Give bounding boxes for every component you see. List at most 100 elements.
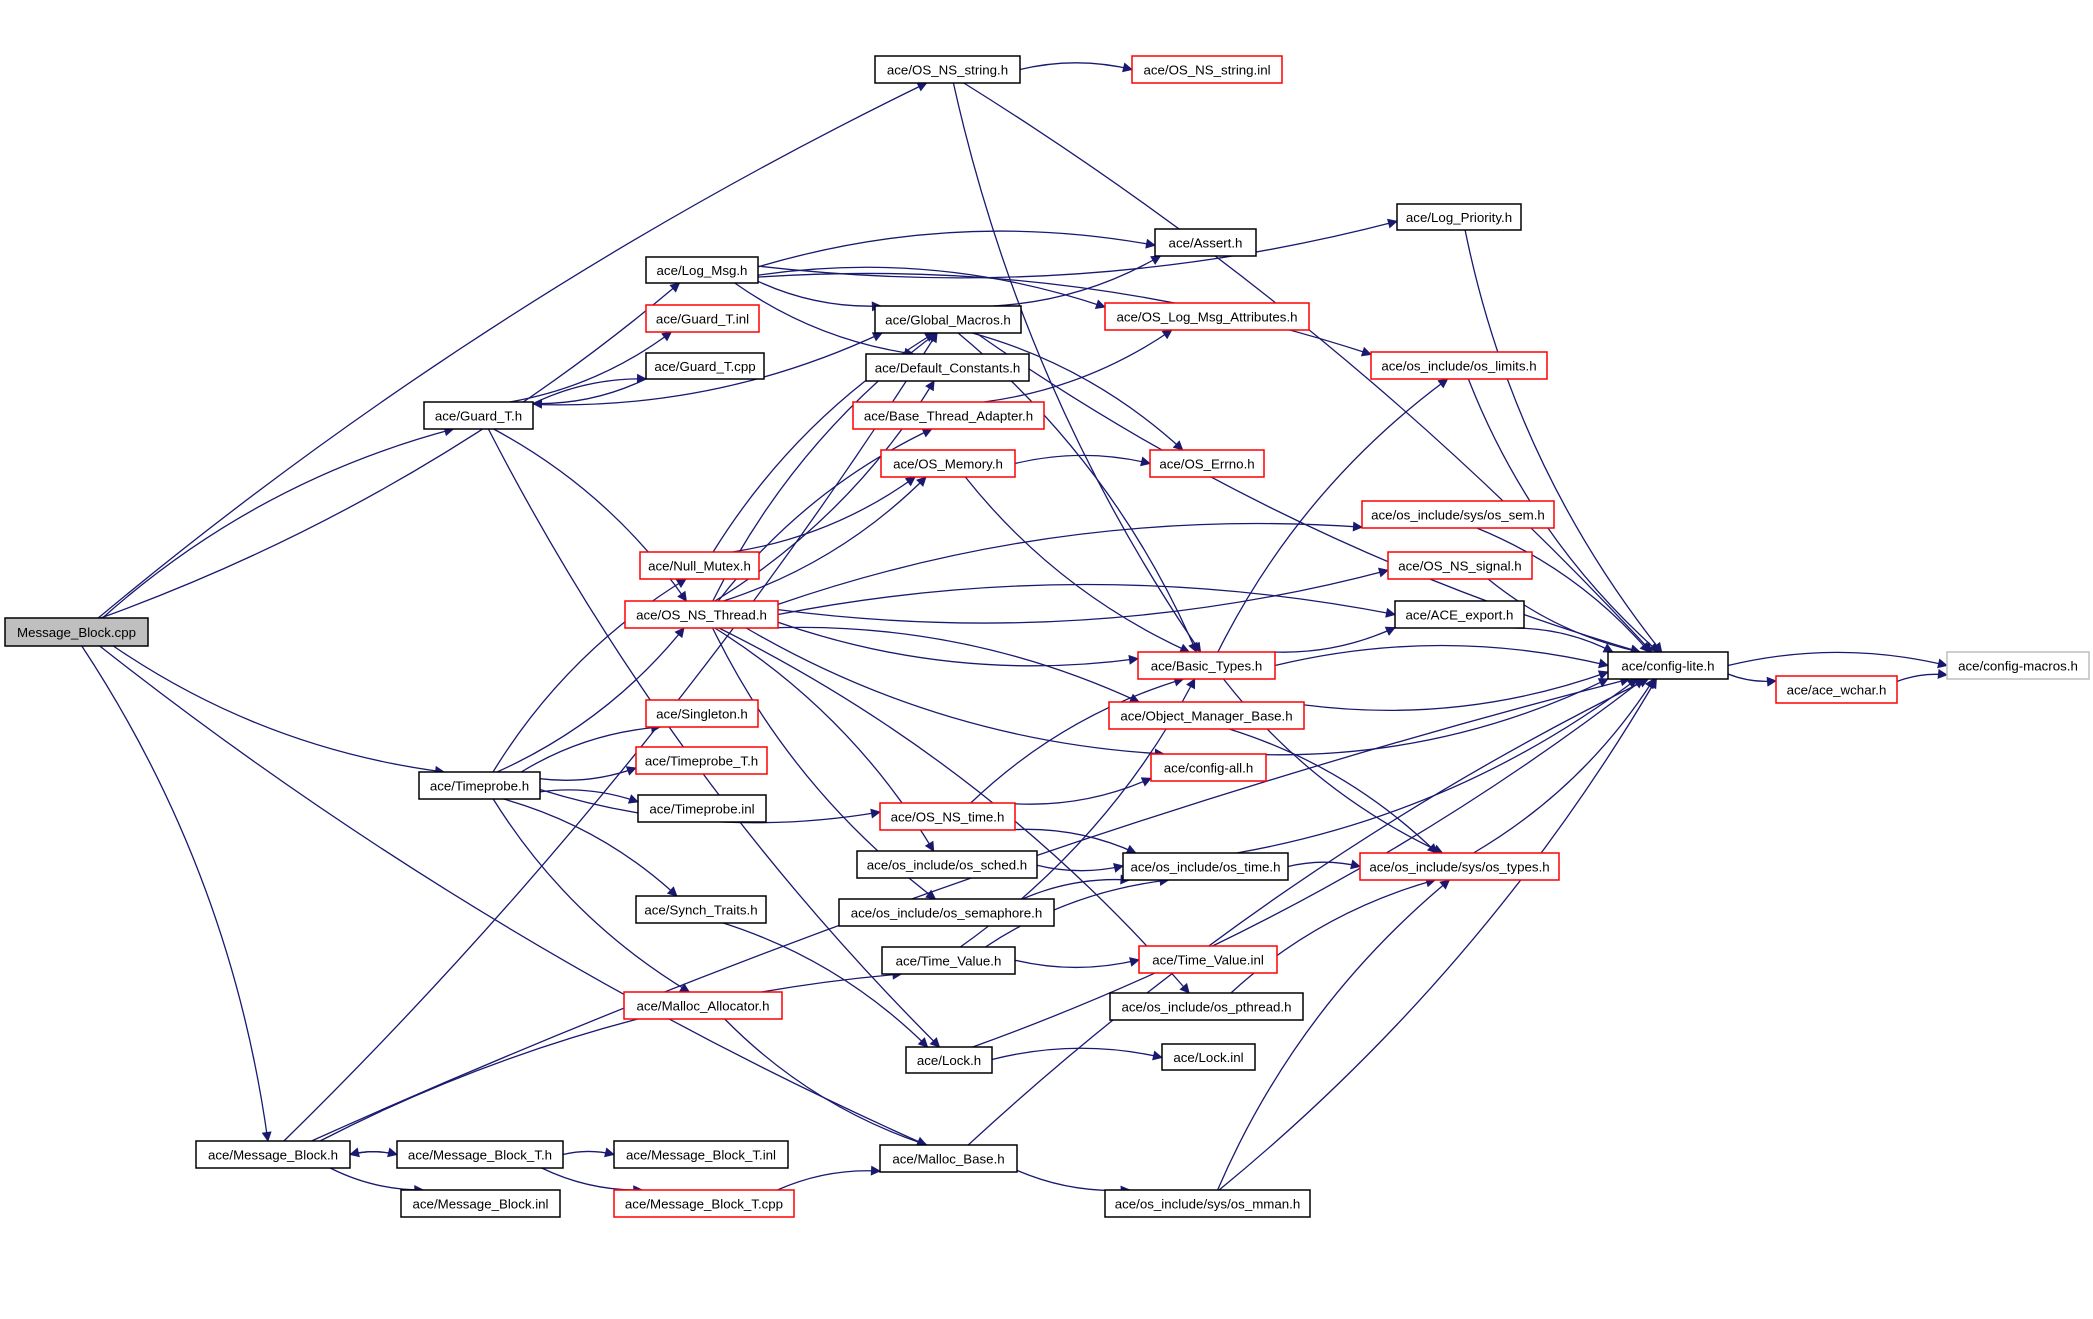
node-os-ns-signal-h[interactable]: ace/OS_NS_signal.h — [1387, 551, 1533, 580]
node-label: Message_Block.cpp — [17, 625, 136, 640]
node-label: ace/os_include/os_semaphore.h — [851, 906, 1042, 921]
node-guard-t-h[interactable]: ace/Guard_T.h — [423, 401, 534, 430]
node-os-ns-string-h[interactable]: ace/OS_NS_string.h — [874, 55, 1021, 84]
node-os-memory-h[interactable]: ace/OS_Memory.h — [880, 449, 1016, 478]
node-time-value-h[interactable]: ace/Time_Value.h — [881, 946, 1016, 975]
edge-basic_types_h-to-ace_export_h — [1273, 626, 1396, 653]
node-lock-h[interactable]: ace/Lock.h — [905, 1046, 993, 1074]
node-box — [1108, 701, 1305, 730]
node-timeprobe-t-h[interactable]: ace/Timeprobe_T.h — [635, 746, 768, 775]
edge-message_block_t_h-to-message_block_h — [349, 1147, 398, 1158]
node-base-thread-adapter-h[interactable]: ace/Base_Thread_Adapter.h — [852, 401, 1045, 430]
edge-os_ns_time_h-to-basic_types_h — [970, 676, 1185, 804]
node-malloc-allocator-h[interactable]: ace/Malloc_Allocator.h — [623, 991, 783, 1020]
node-box — [879, 802, 1016, 831]
node-box — [645, 256, 759, 284]
node-label: ace/OS_Log_Msg_Attributes.h — [1116, 310, 1297, 325]
node-message-block-t-h[interactable]: ace/Message_Block_T.h — [396, 1140, 564, 1169]
node-label: ace/Message_Block.h — [208, 1148, 338, 1163]
node-log-msg-h[interactable]: ace/Log_Msg.h — [645, 256, 759, 284]
edge-timeprobe_h-to-null_mutex_h — [492, 578, 687, 773]
edge-os_pthread_h-to-os_types_h — [1230, 877, 1437, 994]
node-os-ns-string-inl[interactable]: ace/OS_NS_string.inl — [1131, 55, 1283, 84]
node-config-macros-h[interactable]: ace/config-macros.h — [1946, 651, 2090, 680]
edge-os_ns_thread_h-to-os_sem_h — [777, 521, 1363, 606]
node-label: ace/Message_Block_T.inl — [626, 1148, 776, 1163]
edge-guard_t_h-to-lock_h — [487, 428, 941, 1048]
edge-timeprobe_h-to-timeprobe_inl — [539, 789, 639, 804]
edge-timeprobe_h-to-singleton_h — [520, 722, 662, 773]
node-os-ns-thread-h[interactable]: ace/OS_NS_Thread.h — [624, 600, 779, 629]
node-timeprobe-inl[interactable]: ace/Timeprobe.inl — [637, 794, 767, 823]
node-label: ace/Object_Manager_Base.h — [1120, 709, 1292, 724]
edge-message_block_h-to-time_value_h — [319, 969, 903, 1142]
node-os-log-msg-attr-h[interactable]: ace/OS_Log_Msg_Attributes.h — [1104, 302, 1310, 331]
edge-os_ns_thread_h-to-config_all_h — [745, 627, 1165, 759]
node-guard-t-inl[interactable]: ace/Guard_T.inl — [645, 304, 760, 333]
edge-synch_traits_h-to-lock_h — [723, 922, 929, 1048]
node-ace-wchar-h[interactable]: ace/ace_wchar.h — [1775, 675, 1898, 704]
node-label: ace/config-lite.h — [1621, 659, 1714, 674]
node-label: ace/ace_wchar.h — [1787, 683, 1887, 698]
node-label: ace/os_include/os_time.h — [1130, 860, 1280, 875]
node-os-time-h[interactable]: ace/os_include/os_time.h — [1122, 852, 1289, 881]
node-singleton-h[interactable]: ace/Singleton.h — [645, 699, 759, 728]
node-os-limits-h[interactable]: ace/os_include/os_limits.h — [1370, 351, 1548, 380]
edge-os_mman_h-to-os_types_h — [1217, 879, 1451, 1191]
node-label: ace/Guard_T.inl — [656, 312, 749, 327]
node-box — [1154, 228, 1257, 257]
node-label: ace/OS_NS_Thread.h — [636, 608, 767, 623]
node-basic-types-h[interactable]: ace/Basic_Types.h — [1137, 651, 1276, 680]
node-message-block-t-inl[interactable]: ace/Message_Block_T.inl — [613, 1140, 789, 1169]
node-os-types-h[interactable]: ace/os_include/sys/os_types.h — [1359, 852, 1560, 881]
node-os-sched-h[interactable]: ace/os_include/os_sched.h — [856, 850, 1038, 879]
node-synch-traits-h[interactable]: ace/Synch_Traits.h — [635, 895, 767, 924]
node-lock-inl[interactable]: ace/Lock.inl — [1161, 1043, 1256, 1071]
node-label: ace/Lock.h — [917, 1053, 981, 1068]
node-time-value-inl[interactable]: ace/Time_Value.inl — [1138, 945, 1278, 974]
node-label: ace/Timeprobe.h — [430, 779, 529, 794]
node-message-block-h[interactable]: ace/Message_Block.h — [195, 1140, 351, 1169]
node-log-priority-h[interactable]: ace/Log_Priority.h — [1396, 203, 1522, 231]
edge-msgblock_cpp-to-log_msg_h — [100, 282, 681, 619]
node-ace-export-h[interactable]: ace/ACE_export.h — [1394, 600, 1525, 629]
node-message-block-inl[interactable]: ace/Message_Block.inl — [400, 1189, 561, 1218]
edge-os_ns_thread_h-to-object_manager_base_h — [768, 626, 1140, 703]
node-default-constants-h[interactable]: ace/Default_Constants.h — [865, 353, 1030, 382]
edge-os_types_h-to-config_lite_h — [1473, 678, 1655, 854]
node-os-pthread-h[interactable]: ace/os_include/os_pthread.h — [1109, 992, 1304, 1021]
node-os-errno-h[interactable]: ace/OS_Errno.h — [1149, 449, 1265, 478]
node-os-sem-h[interactable]: ace/os_include/sys/os_sem.h — [1361, 500, 1555, 529]
node-os-semaphore-h[interactable]: ace/os_include/os_semaphore.h — [838, 898, 1055, 927]
node-box — [838, 898, 1055, 927]
node-object-manager-base-h[interactable]: ace/Object_Manager_Base.h — [1108, 701, 1305, 730]
node-label: ace/Log_Msg.h — [657, 263, 748, 278]
node-message-block-t-cpp[interactable]: ace/Message_Block_T.cpp — [613, 1189, 795, 1218]
node-box — [865, 353, 1030, 382]
node-global-macros-h[interactable]: ace/Global_Macros.h — [874, 305, 1022, 334]
node-config-lite-h[interactable]: ace/config-lite.h — [1607, 651, 1729, 680]
node-guard-t-cpp[interactable]: ace/Guard_T.cpp — [645, 352, 765, 380]
node-box — [856, 850, 1038, 879]
nodes-layer: Message_Block.cpp ace/OS_NS_string.h ace/O… — [4, 55, 2090, 1218]
node-box — [1387, 551, 1533, 580]
node-box — [645, 352, 765, 380]
edge-guard_t_cpp-to-guard_t_h — [532, 378, 647, 409]
node-timeprobe-h[interactable]: ace/Timeprobe.h — [418, 771, 541, 800]
node-msgblock-cpp[interactable]: Message_Block.cpp — [4, 617, 149, 647]
node-label: ace/Message_Block_T.cpp — [625, 1197, 783, 1212]
node-assert-h[interactable]: ace/Assert.h — [1154, 228, 1257, 257]
edge-msgblock_cpp-to-guard_t_h — [102, 426, 455, 619]
node-label: ace/os_include/sys/os_types.h — [1369, 860, 1549, 875]
node-malloc-base-h[interactable]: ace/Malloc_Base.h — [879, 1144, 1018, 1173]
node-os-ns-time-h[interactable]: ace/OS_NS_time.h — [879, 802, 1016, 831]
edge-os_ns_thread_h-to-ace_export_h — [777, 583, 1396, 618]
node-null-mutex-h[interactable]: ace/Null_Mutex.h — [639, 551, 760, 580]
node-box — [639, 551, 760, 580]
node-os-mman-h[interactable]: ace/os_include/sys/os_mman.h — [1104, 1189, 1311, 1218]
node-label: ace/Message_Block.inl — [413, 1197, 549, 1212]
node-label: ace/os_include/os_sched.h — [867, 858, 1027, 873]
node-box — [645, 304, 760, 333]
node-config-all-h[interactable]: ace/config-all.h — [1150, 753, 1267, 782]
